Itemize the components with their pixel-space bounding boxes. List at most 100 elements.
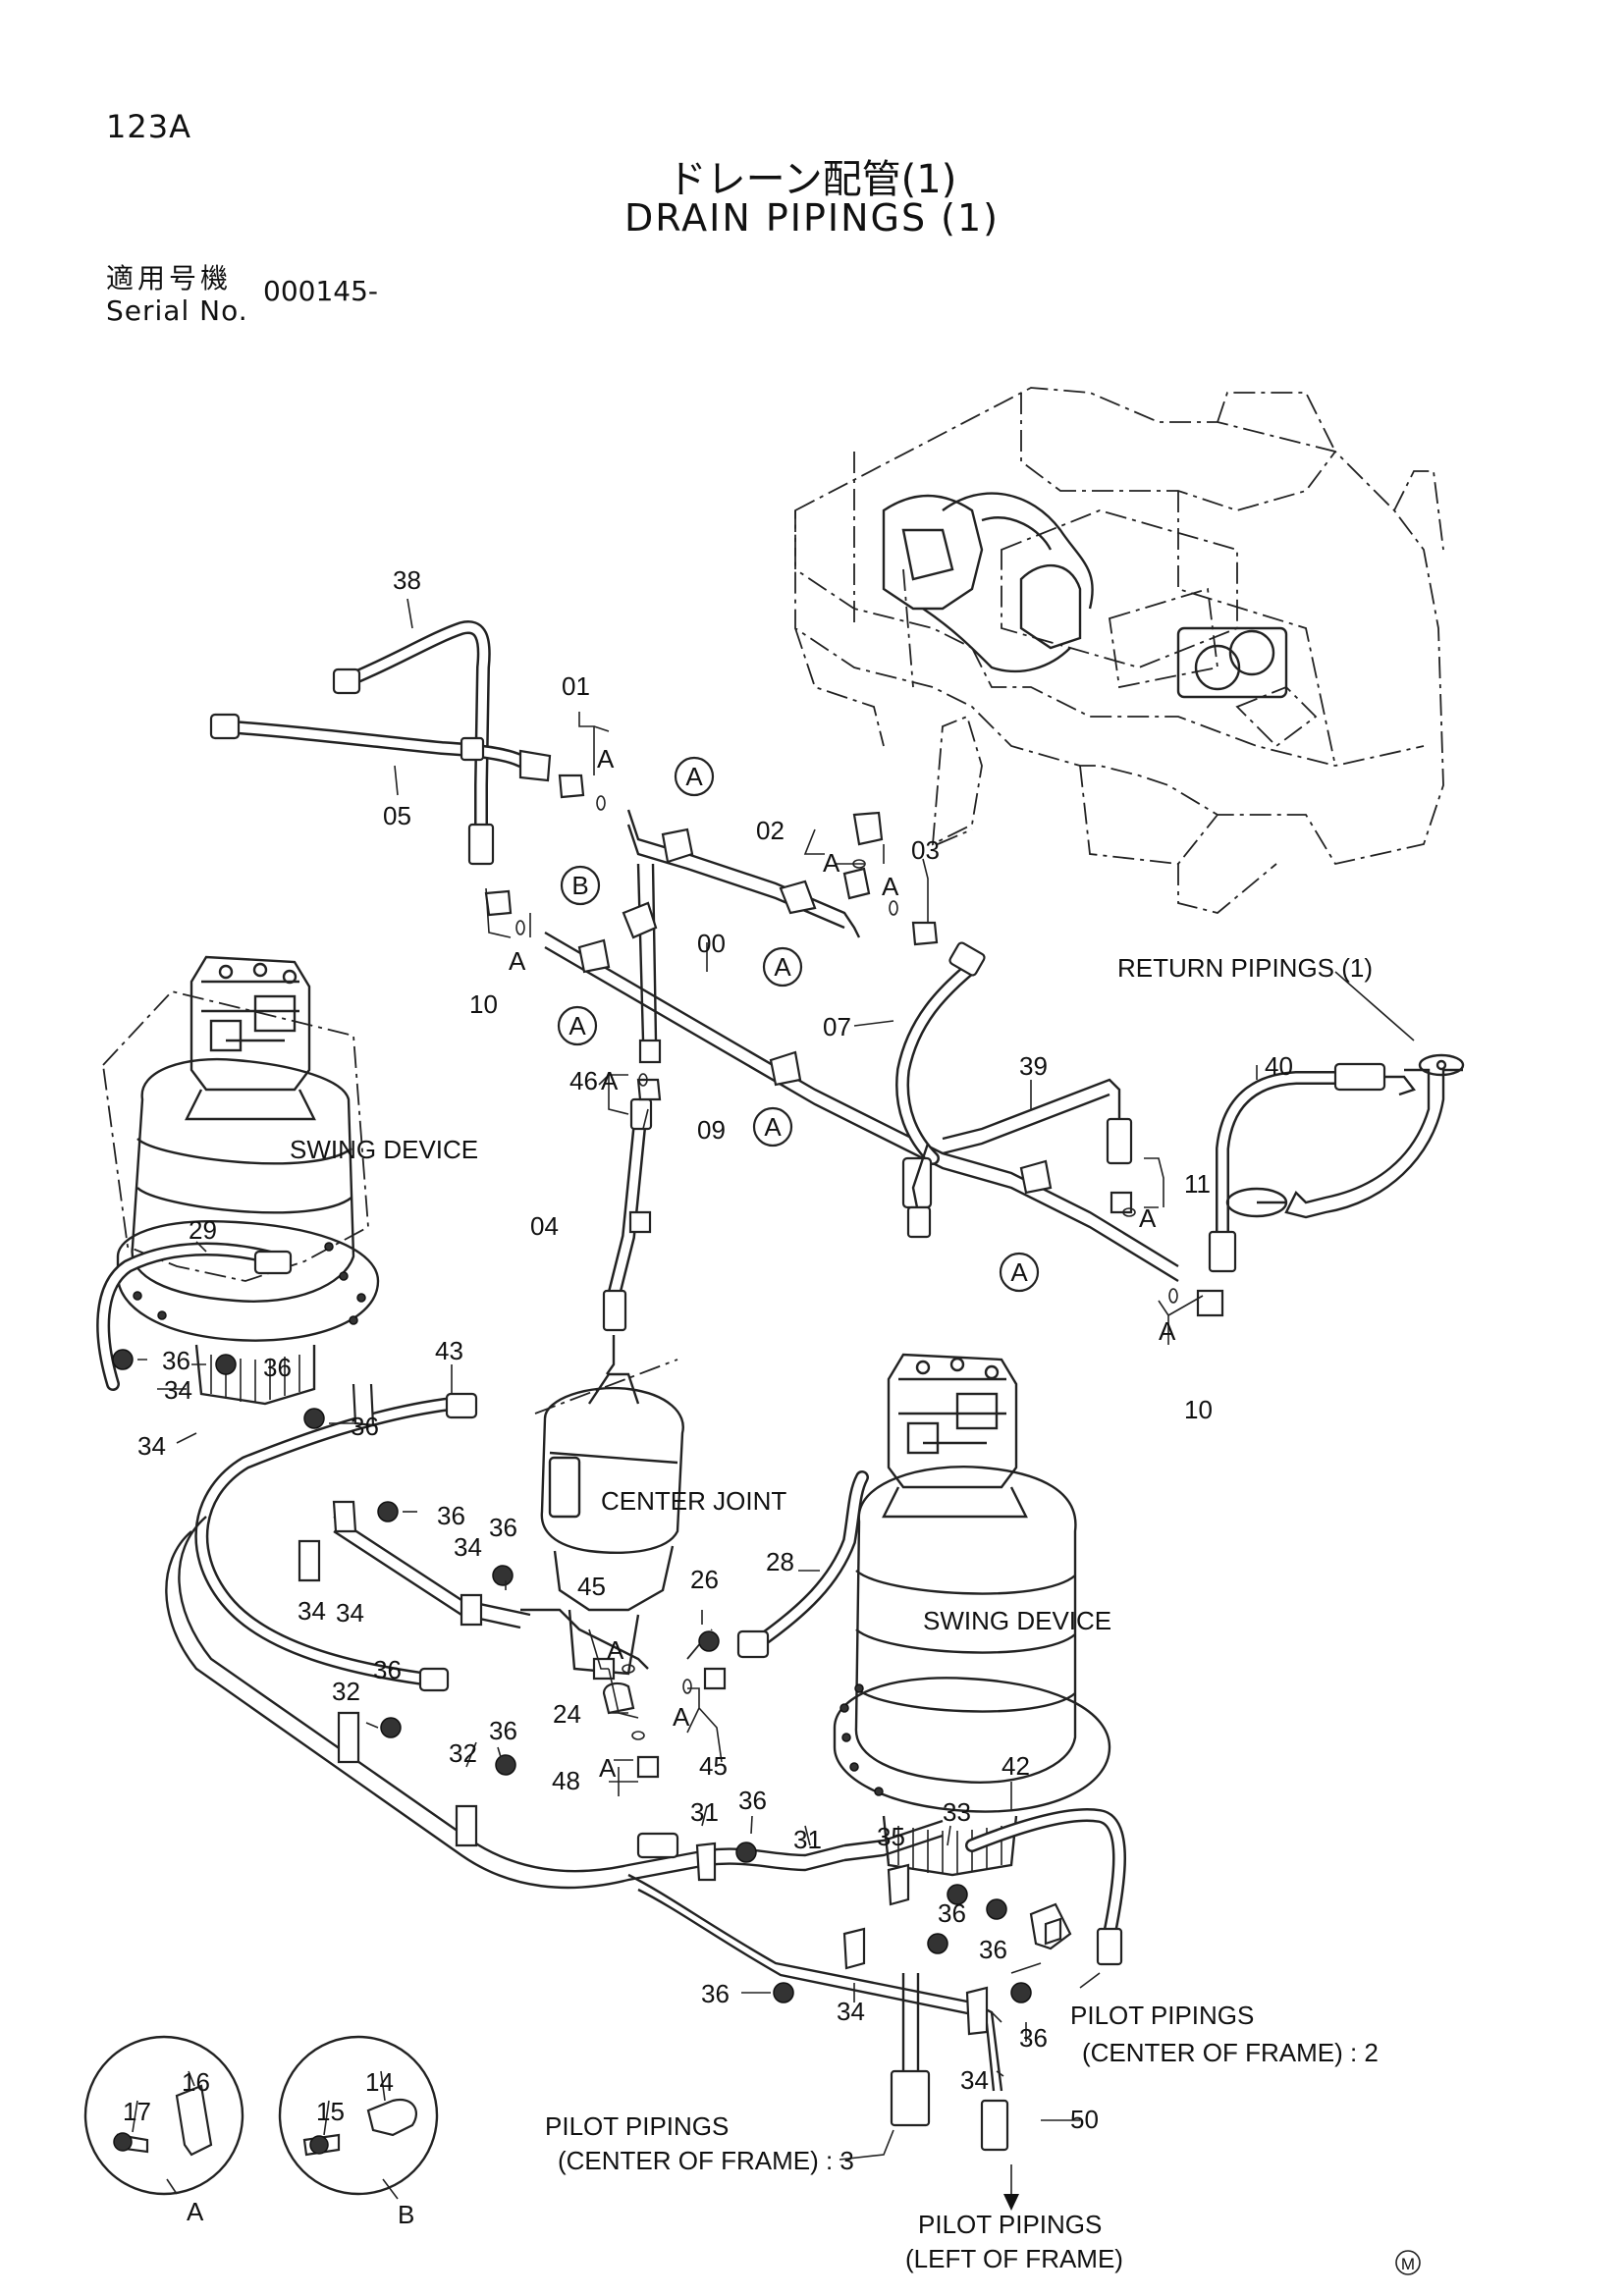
callout-36-b: 36 [263,1353,292,1382]
callout-50: 50 [1070,2105,1099,2134]
callout-09: 09 [697,1115,726,1145]
callout-48: 48 [552,1766,580,1795]
callout-36-c: 36 [351,1412,379,1441]
serial-label: Serial No. [106,294,248,327]
callout-a-10-left: A [509,946,526,976]
swing-motor-left [185,955,316,1121]
callout-a-46: A [601,1066,619,1095]
marker-a-4: A [752,1106,793,1148]
callout-36-l: 36 [1019,2023,1048,2053]
marker-a-2: A [762,946,803,988]
callout-07: 07 [823,1012,851,1041]
callout-28: 28 [766,1547,794,1576]
callout-36-i: 36 [938,1898,966,1928]
page-title: DRAIN PIPINGS (1) [624,196,1000,240]
callout-42: 42 [1001,1751,1030,1781]
callout-a-02: A [823,848,840,878]
pilot-pipings-center-2-line1: PILOT PIPINGS [1070,2001,1254,2030]
svg-text:A: A [774,952,791,982]
callout-36-j: 36 [979,1935,1007,1964]
detail-a-label: A [187,2197,204,2226]
callout-14: 14 [365,2067,394,2097]
o-ring-symbols [515,795,1178,1740]
callout-a-11: A [1139,1203,1157,1233]
bolt-ring-right [839,1683,884,1796]
detail-b-label: B [398,2200,414,2229]
callout-35: 35 [877,1822,905,1851]
callout-26: 26 [690,1565,719,1594]
callout-34-c: 34 [454,1532,482,1562]
callout-32-a: 32 [332,1677,360,1706]
callout-00: 00 [697,929,726,958]
callout-34-f: 34 [837,1997,865,2026]
callout-03: 03 [911,835,940,865]
svg-text:A: A [685,762,703,791]
callout-31-a: 31 [690,1797,719,1827]
callout-36-k: 36 [701,1979,730,2008]
clamps-and-bolts [112,774,1224,2036]
callout-10-right: 10 [1184,1395,1213,1424]
frame-pump-components [882,492,1288,699]
part-callouts: 38 01 05 A 02 A 03 A 00 10 A 46 A 09 07 … [123,565,1293,2229]
callout-36-e: 36 [489,1513,517,1542]
callout-29: 29 [189,1215,217,1245]
svg-text:A: A [764,1112,782,1142]
callout-a-45-upper: A [607,1635,624,1665]
marker-a-3: A [557,1005,598,1046]
svg-text:B: B [571,871,588,900]
leader-lines [137,598,1415,2194]
callout-39: 39 [1019,1051,1048,1081]
hoses-and-pipes [96,620,1465,2152]
svg-text:A: A [568,1011,586,1041]
callout-10-left: 10 [469,989,498,1019]
callout-34-b: 34 [137,1431,166,1461]
callout-43: 43 [435,1336,463,1365]
callout-46: 46 [569,1066,598,1095]
callout-04: 04 [530,1211,559,1241]
swing-device-left-label: SWING DEVICE [290,1135,478,1164]
callout-02: 02 [756,816,785,845]
callout-33: 33 [943,1797,971,1827]
bolt-ring-left [133,1242,366,1325]
callout-31-b: 31 [793,1825,822,1854]
callout-a-01: A [597,744,615,774]
pilot-pipings-center-2-line2: (CENTER OF FRAME) : 2 [1082,2038,1379,2067]
marker-a-5: A [999,1252,1040,1293]
callout-34-g: 34 [960,2065,989,2095]
callout-40: 40 [1265,1051,1293,1081]
callout-15: 15 [316,2097,345,2126]
callout-24: 24 [553,1699,581,1729]
serial-label-japanese: 適用号機 [106,262,233,294]
callout-36-h: 36 [738,1786,767,1815]
marker-a-1: A [674,756,715,797]
callout-16: 16 [182,2067,210,2097]
callout-11: 11 [1184,1169,1211,1199]
area-labels: SWING DEVICE SWING DEVICE CENTER JOINT R… [290,953,1379,2273]
center-joint-label: CENTER JOINT [601,1486,786,1516]
callout-45-lower: 45 [699,1751,728,1781]
callout-36-f: 36 [373,1655,402,1684]
callout-a-03: A [882,872,899,901]
center-joint [534,1359,713,1676]
swing-device-left [102,955,380,1406]
callout-36-a: 36 [162,1346,190,1375]
callout-a-48: A [599,1753,617,1783]
swing-device-right-label: SWING DEVICE [923,1606,1111,1635]
pilot-pipings-center-3-line2: (CENTER OF FRAME) : 3 [558,2146,854,2175]
marker-b-1: B [560,865,601,906]
maker-mark: M [1395,2250,1421,2275]
callout-36-g: 36 [489,1716,517,1745]
callout-34-d: 34 [298,1596,326,1626]
callout-17: 17 [123,2097,151,2126]
pilot-pipings-center-3-line1: PILOT PIPINGS [545,2111,729,2141]
callout-a-10-right: A [1159,1316,1176,1346]
callout-a-45-lower: A [673,1702,690,1732]
pilot-pipings-left-line2: (LEFT OF FRAME) [905,2244,1123,2273]
arrow-down-icon [1003,2194,1019,2211]
callout-01: 01 [562,671,590,701]
swing-motor-right [882,1353,1028,1519]
svg-text:M: M [1401,2255,1415,2273]
callout-34-e: 34 [336,1598,364,1628]
detail-b [278,2035,439,2200]
